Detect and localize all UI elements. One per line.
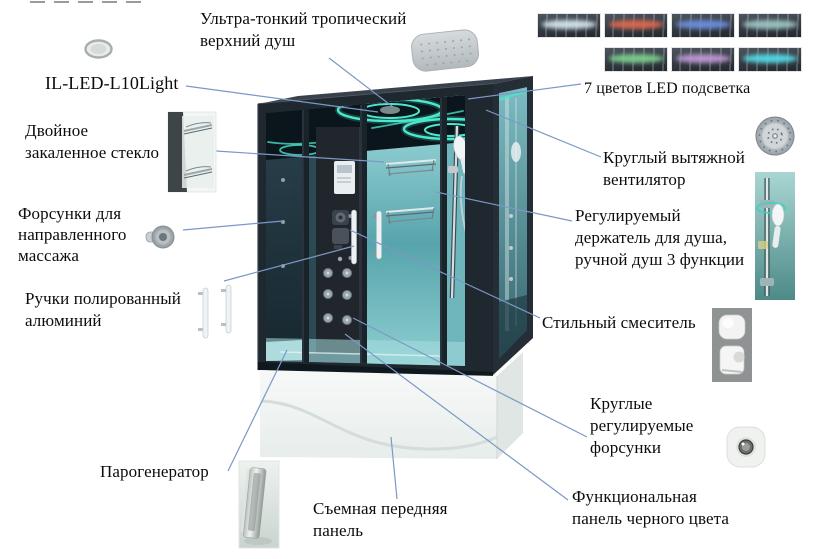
callout-massage-jets: Форсунки для направленного массажа bbox=[18, 204, 127, 265]
glass-shelves-image bbox=[167, 111, 217, 193]
cabin-side-glass bbox=[499, 87, 527, 359]
leader-double-glass bbox=[215, 150, 385, 163]
leader-lines bbox=[182, 57, 602, 501]
steam-generator-image bbox=[238, 460, 280, 549]
callout-handles: Ручки полированный алюминий bbox=[25, 289, 181, 330]
leader-massage-jets bbox=[182, 220, 284, 231]
callout-shower-holder: Регулируемый держатель для душа, ручной … bbox=[575, 206, 745, 269]
control-panel bbox=[316, 127, 361, 353]
leader-shower-holder bbox=[435, 191, 573, 222]
leader-led-colors bbox=[467, 83, 582, 100]
shower-hose bbox=[459, 175, 465, 339]
led-variant-thumbnail bbox=[604, 13, 668, 38]
led-variant-thumbnail bbox=[738, 13, 802, 38]
shower-cabin-illustration bbox=[257, 76, 533, 459]
massage-jet-image bbox=[145, 225, 175, 249]
callout-double-glass: Двойное закаленное стекло bbox=[25, 121, 160, 162]
interior-shower-riser bbox=[448, 125, 465, 339]
door-handles bbox=[348, 209, 382, 265]
hand-shower bbox=[453, 135, 465, 174]
leader-top-shower bbox=[328, 57, 394, 108]
leader-steam-generator bbox=[227, 349, 288, 472]
callout-exhaust-fan: Круглый вытяжной вентилятор bbox=[603, 148, 745, 189]
panel-mixer-lever bbox=[332, 228, 349, 244]
leader-round-jets bbox=[352, 317, 588, 438]
mixer-image bbox=[712, 308, 752, 382]
callout-round-jets: Круглые регулируемые форсунки bbox=[590, 394, 694, 457]
led-variant-thumbnail bbox=[604, 47, 668, 72]
rain-shower-head-image bbox=[411, 29, 480, 72]
callout-black-panel: Функциональная панель черного цвета bbox=[572, 487, 730, 528]
led-variant-thumbnail bbox=[537, 13, 601, 38]
callout-mixer: Стильный смеситель bbox=[542, 313, 696, 332]
leader-handles bbox=[223, 245, 355, 282]
leader-exhaust-fan bbox=[485, 109, 602, 158]
callout-top-shower: Ультра-тонкий тропический верхний душ bbox=[200, 9, 407, 50]
callout-steam-generator: Парогенератор bbox=[100, 462, 209, 481]
led-variant-thumbnail bbox=[671, 47, 735, 72]
exhaust-fan-image bbox=[755, 116, 795, 156]
aluminum-handles-image bbox=[198, 284, 232, 339]
callout-led-light-model: IL-LED-L10Light bbox=[45, 73, 179, 93]
leader-led-light bbox=[185, 85, 379, 113]
led-variant-thumbnail bbox=[738, 47, 802, 72]
leader-front-panel bbox=[390, 436, 398, 500]
cabin-roof bbox=[258, 76, 533, 104]
round-jet-image bbox=[726, 426, 766, 468]
door-mullions bbox=[302, 97, 447, 366]
leader-black-panel bbox=[344, 333, 569, 501]
callout-led-colors: 7 цветов LED подсветка bbox=[584, 80, 751, 97]
tub-front-curve bbox=[261, 399, 498, 451]
leader-mixer bbox=[349, 229, 541, 319]
tub-base bbox=[260, 352, 523, 459]
led-downlight-icon bbox=[84, 39, 113, 59]
led-variant-thumbnail bbox=[671, 13, 735, 38]
callout-removable-front-panel: Съемная передняя панель bbox=[313, 499, 448, 540]
shower-riser-image bbox=[755, 172, 795, 300]
body-massage-jets bbox=[323, 268, 352, 325]
interior-glass-shelves bbox=[385, 159, 437, 225]
